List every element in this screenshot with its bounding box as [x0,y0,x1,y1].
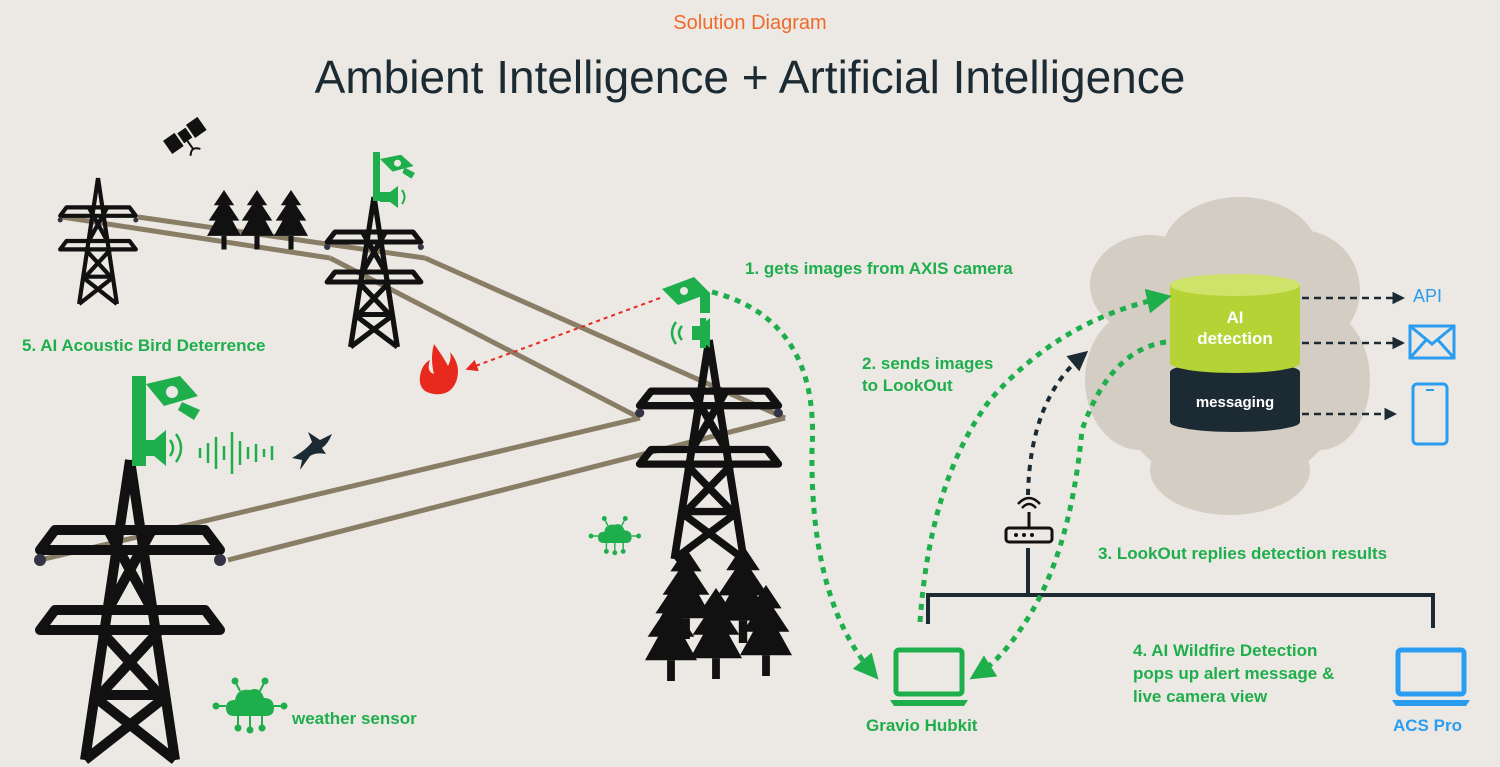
ai-detection-label-line2: detection [1197,329,1273,348]
deterrence-camera-icon [132,376,200,466]
diagram-subtitle: Solution Diagram [673,12,827,34]
acs-pro-laptop-icon [1392,650,1470,706]
step-2-label-line1: 2. sends images [862,354,994,373]
messaging-label: messaging [1195,394,1275,411]
sound-wave-icon [198,432,274,474]
step-2-label-line2: to LookOut [862,376,953,395]
iot-sensor-right-icon [588,516,642,556]
weather-sensor-label: weather sensor [292,709,417,728]
satellite-icon [163,116,207,156]
detection-arrow [465,297,661,372]
envelope-icon [1408,324,1456,360]
smartphone-icon [1411,382,1449,446]
api-label: API [1413,286,1443,306]
step-1-label: 1. gets images from AXIS camera [745,259,1013,278]
trees-top [207,190,308,250]
hubkit-laptop-icon [890,650,968,706]
speaker-right-icon [670,318,710,348]
router-icon [1004,496,1054,544]
axis-camera-icon [662,277,710,313]
forest-right [645,545,792,681]
diagram-title: Ambient Intelligence + Artificial Intell… [314,51,1186,103]
router-to-cloud-arrow [1026,350,1089,496]
network-bus [926,548,1435,628]
step-4-label-line3: live camera view [1133,687,1268,706]
pylon-center-top [324,197,424,347]
step-4-label-line2: pops up alert message & [1133,664,1335,683]
pylon-large-left [34,460,226,760]
gravio-hubkit-label: Gravio Hubkit [866,716,978,735]
pylon-small-left [58,178,139,304]
bird-icon [292,432,332,470]
step-4-label-line1: 4. AI Wildfire Detection [1133,641,1318,660]
ai-detection-label-line1: AI [1226,308,1244,327]
fire-icon [419,344,458,395]
step-3-label: 3. LookOut replies detection results [1098,544,1388,563]
acs-pro-label: ACS Pro [1393,716,1462,735]
data-flows [711,288,1172,680]
step-5-label: 5. AI Acoustic Bird Deterrence [22,336,266,355]
speaker-top-icon [380,186,406,208]
weather-sensor-icon [212,677,288,734]
output-arrows [1302,291,1405,421]
pylon-right [635,340,783,559]
ai-detection-cylinder [1170,274,1300,432]
